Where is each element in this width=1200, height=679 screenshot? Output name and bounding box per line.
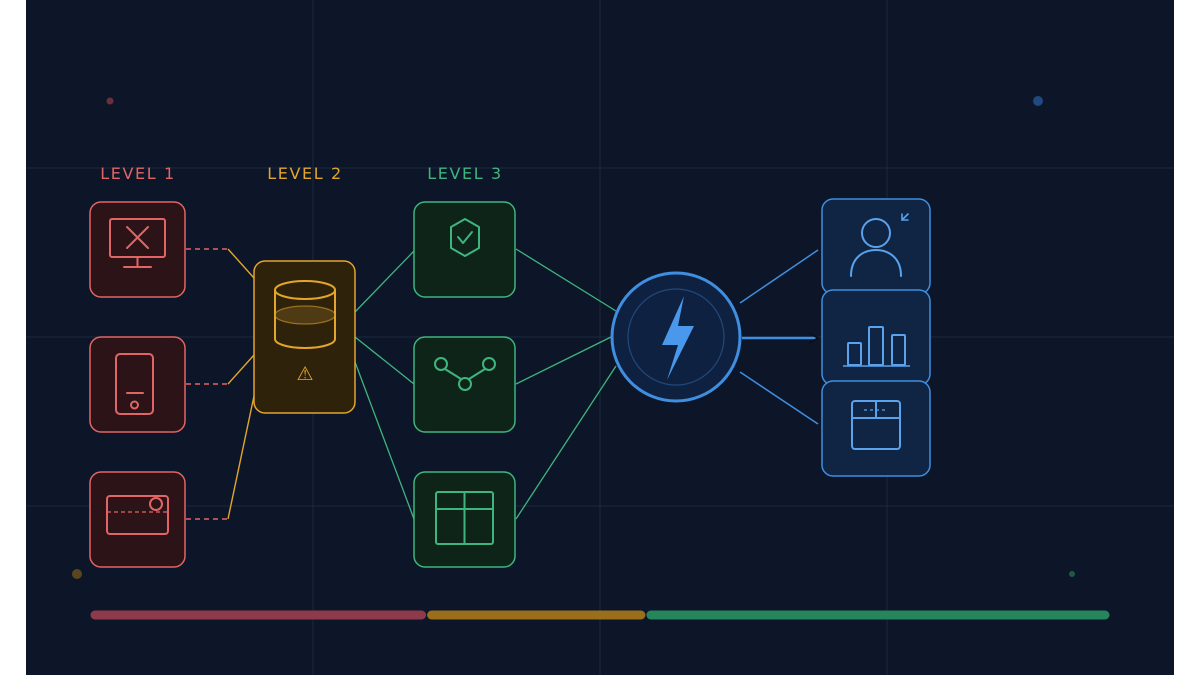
warning-badge-icon: ⚠ — [296, 363, 313, 385]
level3-node-table[interactable] — [413, 471, 516, 568]
connectors-level3-to-hub — [515, 248, 617, 520]
level3-node-graph[interactable] — [413, 336, 516, 433]
decor-dot — [1033, 96, 1043, 106]
credit-card-icon — [106, 495, 169, 535]
level1-node-card[interactable] — [89, 471, 186, 568]
level3-node-shield[interactable] — [413, 201, 516, 298]
hub-node[interactable] — [610, 271, 742, 403]
output-node-window[interactable] — [821, 380, 931, 477]
smartphone-icon — [115, 353, 154, 415]
level-3-label: LEVEL 3 — [427, 164, 503, 183]
connectors-level1-to-level2 — [186, 248, 255, 520]
shield-check-icon — [450, 218, 480, 257]
level-2-label: LEVEL 2 — [267, 164, 343, 183]
connectors-hub-to-outputs — [739, 249, 820, 425]
decor-dot — [1069, 571, 1075, 577]
database-icon — [274, 280, 336, 349]
level1-node-monitor[interactable] — [89, 201, 186, 298]
user-icon — [850, 213, 909, 277]
lightning-bolt-icon — [662, 296, 694, 380]
bar-chart-icon — [843, 326, 910, 367]
output-node-user[interactable] — [821, 198, 931, 295]
monitor-error-icon — [109, 218, 166, 268]
node-graph-icon — [434, 357, 496, 391]
connectors-level2-to-level3 — [354, 250, 415, 520]
level-1-label: LEVEL 1 — [100, 164, 176, 183]
decor-dot — [72, 569, 82, 579]
table-grid-icon — [435, 491, 494, 545]
level1-node-phone[interactable] — [89, 336, 186, 433]
output-node-chart[interactable] — [821, 289, 931, 386]
level2-node-database[interactable]: ⚠ — [253, 260, 356, 414]
window-icon — [851, 400, 901, 450]
decor-dot — [106, 97, 114, 105]
